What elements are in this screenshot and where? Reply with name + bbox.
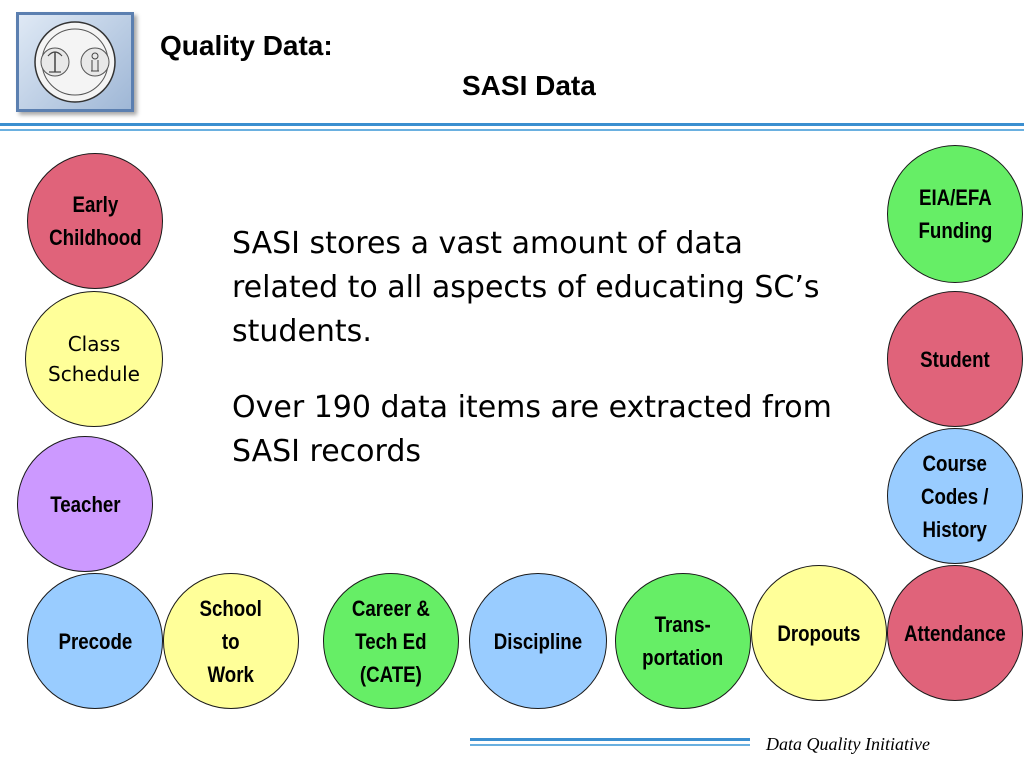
bubble-label: Dropouts bbox=[777, 620, 861, 646]
bubble-eia-efa-funding: EIA/EFA Funding bbox=[887, 145, 1023, 283]
footer-divider-secondary bbox=[470, 744, 750, 746]
bubble-label: Precode bbox=[58, 628, 132, 654]
state-seal-icon bbox=[34, 21, 116, 103]
body-paragraph-1: SASI stores a vast amount of data relate… bbox=[232, 226, 820, 349]
bubble-label: Class bbox=[67, 332, 121, 356]
bubble-label: Course bbox=[922, 450, 988, 476]
footer-text: Data Quality Initiative bbox=[766, 734, 930, 754]
bubble-precode: Precode bbox=[27, 573, 163, 709]
bubble-transportation: Trans- portation bbox=[615, 573, 751, 709]
bubble-label: Early bbox=[72, 192, 118, 217]
bubble-label: Childhood bbox=[48, 225, 142, 250]
top-divider bbox=[0, 123, 1024, 126]
state-seal-logo bbox=[16, 12, 134, 112]
bubble-course-codes-history: Course Codes / History bbox=[887, 428, 1023, 564]
bubble-label: School bbox=[199, 595, 263, 621]
bubble-label: EIA/EFA bbox=[918, 185, 992, 210]
top-divider-secondary bbox=[0, 129, 1024, 131]
bubble-attendance: Attendance bbox=[887, 565, 1023, 701]
bubble-teacher: Teacher bbox=[17, 436, 153, 572]
bubble-label: Funding bbox=[918, 218, 992, 243]
bubble-label: Teacher bbox=[49, 491, 121, 517]
bubble-label: portation bbox=[642, 645, 724, 670]
body-text: SASI stores a vast amount of data relate… bbox=[232, 222, 832, 506]
bubble-label: (CATE) bbox=[360, 661, 422, 687]
bubble-label: Career & bbox=[352, 595, 430, 621]
bubble-early-childhood: Early Childhood bbox=[27, 153, 163, 289]
footer-divider bbox=[470, 738, 750, 741]
bubble-school-to-work: School to Work bbox=[163, 573, 299, 709]
bubble-class-schedule: Class Schedule bbox=[25, 291, 163, 427]
bubble-label: Attendance bbox=[904, 620, 1006, 646]
bubble-dropouts: Dropouts bbox=[751, 565, 887, 701]
bubble-student: Student bbox=[887, 291, 1023, 427]
bubble-label: Work bbox=[207, 661, 255, 687]
body-paragraph-2: Over 190 data items are extracted from S… bbox=[232, 390, 832, 469]
bubble-label: Trans- bbox=[654, 612, 712, 637]
bubble-label: Discipline bbox=[493, 628, 583, 654]
bubble-discipline: Discipline bbox=[469, 573, 607, 709]
title-line-1: Quality Data: bbox=[160, 30, 333, 61]
bubble-label: to bbox=[222, 628, 240, 654]
title-line-2: SASI Data bbox=[462, 70, 596, 101]
bubble-label: Codes / bbox=[921, 483, 989, 509]
bubble-label: Schedule bbox=[48, 362, 140, 386]
bubble-label: Student bbox=[920, 346, 990, 372]
bubble-label: History bbox=[922, 516, 988, 542]
bubble-label: Tech Ed bbox=[355, 628, 427, 654]
bubble-career-tech-ed: Career & Tech Ed (CATE) bbox=[323, 573, 459, 709]
